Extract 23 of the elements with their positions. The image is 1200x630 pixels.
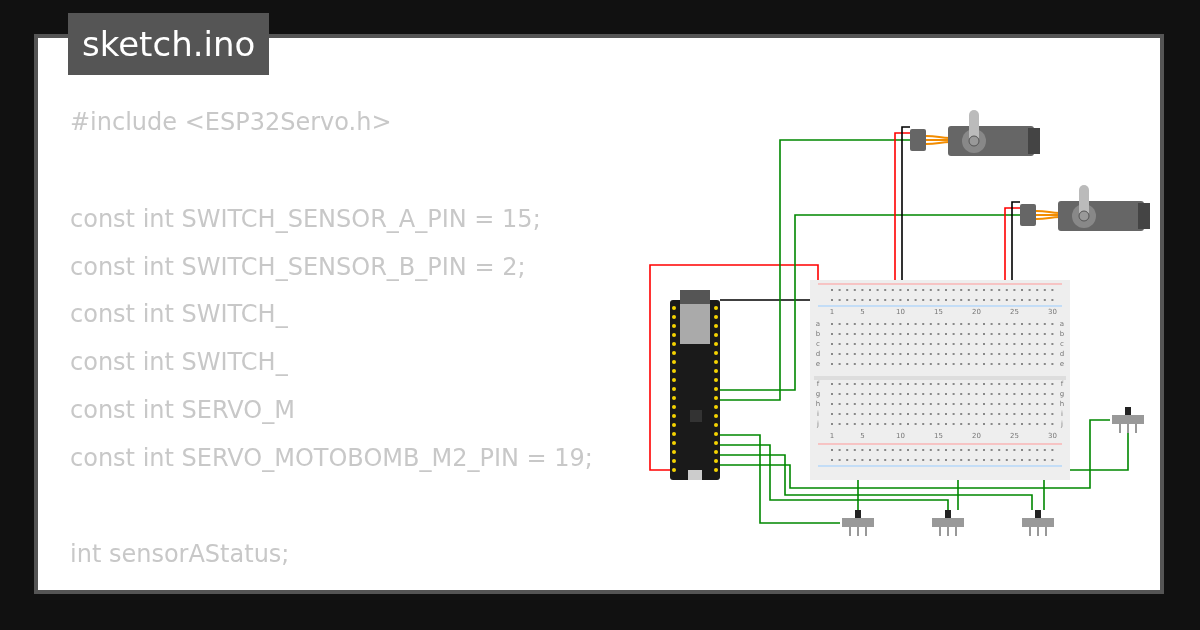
wire bbox=[901, 126, 911, 281]
slide-switch-drawing bbox=[1110, 407, 1146, 433]
wire bbox=[1004, 207, 1021, 281]
slide-switch-drawing bbox=[930, 510, 966, 536]
wire bbox=[857, 479, 859, 511]
breadboard bbox=[810, 280, 1070, 480]
wire bbox=[1069, 432, 1129, 471]
slide-switch-drawing bbox=[840, 510, 876, 536]
slide-switch-drawing bbox=[1020, 510, 1056, 536]
wire bbox=[719, 299, 811, 301]
wire bbox=[719, 434, 841, 524]
wire bbox=[1043, 479, 1045, 511]
wire bbox=[1011, 201, 1021, 281]
wire bbox=[894, 132, 911, 281]
wire bbox=[719, 419, 1111, 489]
file-name-tab: sketch.ino bbox=[68, 13, 270, 75]
microcontroller-board-drawing bbox=[670, 290, 720, 480]
wire bbox=[719, 139, 911, 401]
wire bbox=[649, 264, 819, 471]
wire bbox=[719, 444, 949, 511]
wire bbox=[957, 479, 959, 511]
wire bbox=[719, 214, 1021, 391]
wire bbox=[719, 454, 1033, 511]
